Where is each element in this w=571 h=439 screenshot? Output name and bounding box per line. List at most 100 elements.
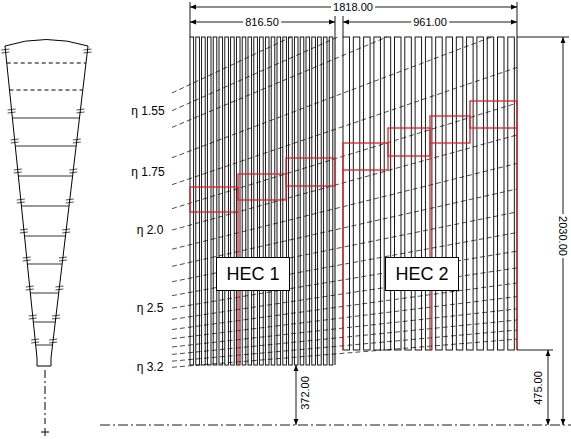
wedge-outline — [5, 40, 88, 367]
absorber-plate — [265, 37, 269, 365]
absorber-plate — [487, 37, 494, 350]
absorber-plate — [300, 37, 304, 365]
tower-boundary — [429, 143, 430, 350]
wedge-division — [18, 176, 72, 177]
extension-line — [343, 16, 344, 37]
eta-label: η 3.2 — [137, 361, 164, 373]
wedge-tick — [66, 202, 74, 203]
wedge-division — [15, 146, 76, 147]
wedge-tick — [29, 318, 37, 319]
dimension-line — [548, 350, 549, 425]
tower-boundary — [342, 170, 343, 350]
tower-cell — [238, 174, 286, 200]
wedge-dashed-line — [10, 90, 83, 91]
absorber-plate — [323, 37, 327, 365]
wedge-tick — [69, 172, 77, 173]
wedge-tick — [59, 260, 67, 261]
wedge-tick — [52, 315, 60, 316]
tower-cell — [388, 128, 430, 156]
wedge-tick — [1, 49, 9, 50]
absorber-plate — [294, 37, 298, 365]
wedge-tick — [84, 49, 92, 50]
wedge-division — [21, 206, 69, 207]
wedge-tick — [84, 52, 92, 53]
wedge-tick — [8, 109, 16, 110]
absorber-plate — [213, 37, 217, 365]
wedge-division — [27, 264, 62, 265]
dimension-value: 816.50 — [243, 16, 281, 29]
eta-line — [172, 320, 517, 354]
absorber-plate — [248, 37, 252, 365]
eta-line — [172, 67, 517, 184]
absorber-plate — [508, 37, 515, 350]
axis-line — [45, 370, 46, 424]
absorber-plate — [415, 37, 422, 350]
wedge-tick — [62, 232, 70, 233]
wedge-tick — [20, 232, 28, 233]
wedge-tick — [66, 199, 74, 200]
eta-line — [172, 135, 517, 230]
tower-cell — [286, 158, 335, 186]
wedge-tick — [11, 139, 19, 140]
wedge-tick — [14, 169, 22, 170]
absorber-plate — [329, 37, 333, 365]
eta-line — [172, 330, 517, 361]
section-label-box: HEC 1 — [216, 257, 290, 291]
wedge-tick — [17, 202, 25, 203]
wedge-tick — [52, 318, 60, 319]
absorber-plate — [446, 37, 453, 350]
wedge-dashed-line — [7, 63, 86, 64]
wedge-tick — [55, 289, 63, 290]
wedge-tick — [14, 172, 22, 173]
absorber-plate — [477, 37, 484, 350]
absorber-plate — [306, 37, 310, 365]
wedge-tick — [17, 199, 25, 200]
eta-line — [172, 103, 517, 209]
absorber-plate — [395, 37, 402, 350]
wedge-tick — [59, 257, 67, 258]
absorber-plate — [384, 37, 391, 350]
eta-line — [172, 37, 492, 158]
eta-label: η 2.5 — [137, 302, 164, 314]
absorber-plate — [498, 37, 505, 350]
dimension-value: 961.00 — [411, 16, 449, 29]
absorber-plates — [190, 37, 517, 365]
wedge-tick — [49, 342, 57, 343]
wedge-division — [36, 345, 53, 346]
eta-line — [172, 297, 517, 339]
wedge-division — [30, 293, 58, 294]
wedge-tick — [29, 315, 37, 316]
eta-line — [172, 163, 517, 249]
section-label-box: HEC 2 — [385, 257, 459, 291]
eta-line — [172, 37, 387, 127]
dimension-line — [296, 365, 297, 425]
wedge-tick — [8, 112, 16, 113]
absorber-plate — [343, 37, 350, 350]
wedge-tick — [26, 289, 34, 290]
extension-line — [517, 37, 569, 38]
eta-line — [172, 37, 338, 111]
tower-cell — [190, 187, 238, 212]
wedge-tick — [11, 142, 19, 143]
wedge-tick — [1, 52, 9, 53]
wedge-tick — [20, 229, 28, 230]
eta-label: η 1.55 — [131, 105, 164, 117]
absorber-plate — [202, 37, 206, 365]
eta-line — [172, 189, 517, 266]
absorber-plate — [374, 37, 381, 350]
dimension-value: 475.00 — [532, 369, 545, 407]
wedge-tick — [69, 169, 77, 170]
plate-edge — [335, 37, 336, 365]
module-wedge — [1, 40, 91, 437]
eta-label: η 1.75 — [131, 166, 164, 178]
absorber-plate — [283, 37, 287, 365]
wedge-tick — [31, 339, 39, 340]
wedge-tick — [31, 342, 39, 343]
absorber-plate — [312, 37, 316, 365]
dimension-value: 2030.00 — [556, 214, 569, 258]
wedge-tick — [73, 139, 81, 140]
wedge-tick — [23, 260, 31, 261]
wedge-tick — [76, 109, 84, 110]
